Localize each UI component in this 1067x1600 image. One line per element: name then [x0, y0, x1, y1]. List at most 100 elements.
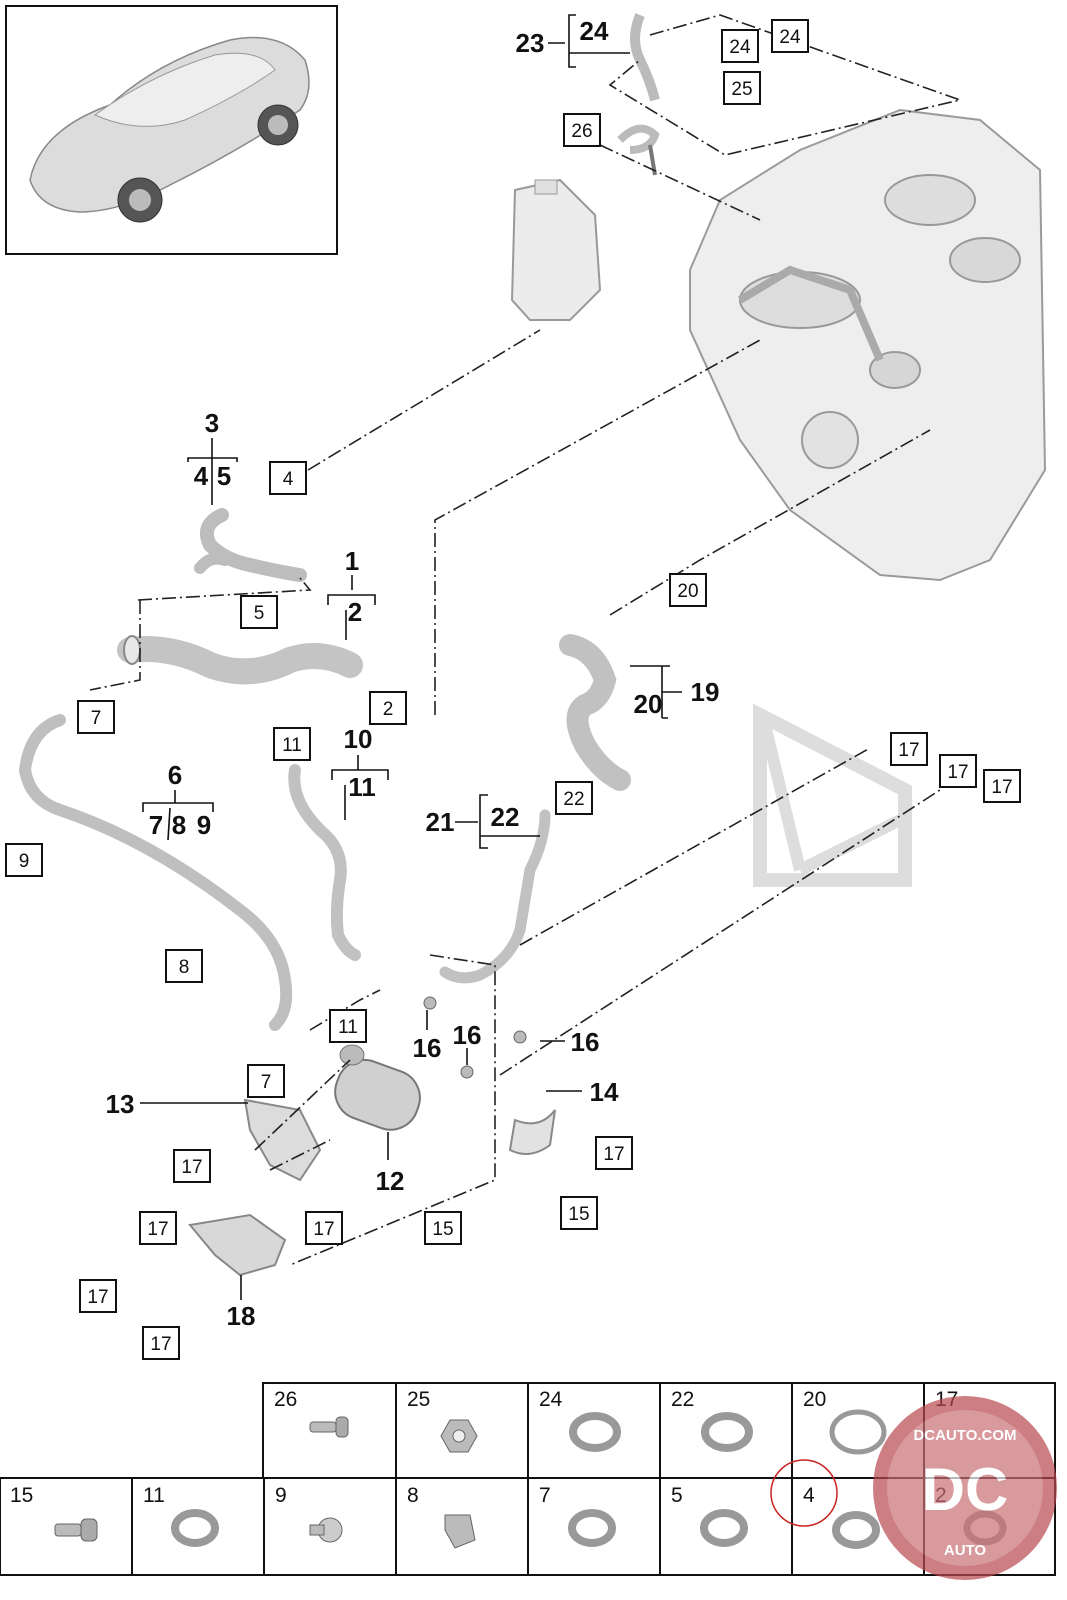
hose-clamp-icon: [700, 1509, 748, 1547]
nut-icon: [440, 1419, 478, 1453]
part-label-21: 21: [426, 807, 455, 837]
part-label-16: 16: [571, 1027, 600, 1057]
callout-box: 17: [305, 1211, 343, 1245]
table-cell-number: 8: [407, 1484, 419, 1507]
engine-illustration: [689, 108, 1047, 582]
callout-label: 9: [19, 851, 30, 872]
part-label-24: 24: [580, 16, 609, 46]
callout-box: 15: [424, 1211, 462, 1245]
solid-leaders: [140, 14, 682, 1300]
callout-box: 24: [771, 19, 809, 53]
callout-label: 22: [563, 789, 584, 810]
callout-label: 17: [947, 762, 968, 783]
part-label-12: 12: [376, 1166, 405, 1196]
part-label-23: 23: [516, 28, 545, 58]
part-label-16: 16: [453, 1020, 482, 1050]
hose-clamp-icon: [569, 1412, 621, 1452]
part-label-2: 2: [348, 597, 362, 627]
part-label-7: 7: [149, 810, 163, 840]
callout-box: 20: [669, 573, 707, 607]
hose-clamp-icon: [701, 1412, 753, 1452]
callout-box: 17: [79, 1279, 117, 1313]
part-label-5: 5: [217, 461, 231, 491]
callout-label: 5: [254, 603, 265, 624]
hose-clamp-icon: [829, 1409, 887, 1455]
callout-box: 11: [273, 727, 311, 761]
part-label-1: 1: [345, 546, 359, 576]
coolant-hoses: [18, 508, 631, 1031]
callout-box: 9: [5, 843, 43, 877]
callout-label: 24: [779, 27, 801, 48]
table-cell-number: 26: [274, 1388, 297, 1411]
highlight-circle: [770, 1459, 838, 1527]
callout-label: 8: [179, 957, 190, 978]
part-label-22: 22: [491, 802, 520, 832]
table-cell-number: 22: [671, 1388, 694, 1411]
table-cell-number: 11: [143, 1484, 165, 1507]
part-label-16: 16: [413, 1033, 442, 1063]
callout-label: 17: [991, 777, 1012, 798]
hose-clamp-icon: [171, 1509, 219, 1547]
callout-label: 20: [677, 581, 698, 602]
callout-box: 17: [939, 754, 977, 788]
callout-label: 17: [181, 1157, 202, 1178]
callout-box: 22: [555, 781, 593, 815]
callout-label: 11: [282, 735, 302, 756]
part-number-labels: 23 24 3 4 5 1 2 10 11 6 7 8 9 20 19 21 2…: [106, 16, 720, 1331]
callout-box: 4: [269, 461, 307, 495]
table-cell-number: 15: [10, 1484, 33, 1507]
callout-box: 7: [77, 700, 115, 734]
part-label-13: 13: [106, 1089, 135, 1119]
callout-label: 17: [147, 1219, 168, 1240]
callout-label: 17: [150, 1334, 171, 1355]
table-cell-number: 20: [803, 1388, 826, 1411]
callout-label: 17: [313, 1219, 334, 1240]
callout-label: 7: [91, 708, 102, 729]
water-pump-illustration: [188, 996, 556, 1277]
part-label-6: 6: [168, 760, 182, 790]
callout-label: 26: [571, 121, 592, 142]
callout-label: 17: [87, 1287, 108, 1308]
watermark-auto: AUTO: [944, 1542, 987, 1559]
clip-icon: [309, 1517, 343, 1543]
callout-box: 8: [165, 949, 203, 983]
callout-box: 15: [560, 1196, 598, 1230]
callout-box: 25: [723, 71, 761, 105]
hose-clamp-icon: [568, 1509, 616, 1547]
clip-icon: [444, 1514, 476, 1549]
table-cell-number: 24: [539, 1388, 563, 1411]
callout-box: 17: [142, 1326, 180, 1360]
part-label-9: 9: [197, 810, 211, 840]
callout-label: 7: [261, 1072, 272, 1093]
part-label-3: 3: [205, 408, 219, 438]
callout-box: 11: [329, 1009, 367, 1043]
callout-box: 7: [247, 1064, 285, 1098]
part-label-11: 11: [348, 772, 376, 802]
table-cell-number: 9: [275, 1484, 287, 1507]
callout-label: 4: [283, 469, 294, 490]
part-label-8: 8: [172, 810, 186, 840]
part-label-14: 14: [590, 1077, 619, 1107]
watermark-domain: DCAUTO.COM: [913, 1427, 1016, 1444]
callout-label: 2: [383, 699, 394, 720]
callout-box: 17: [595, 1136, 633, 1170]
hose-clamp-icon: [832, 1511, 880, 1549]
part-label-10: 10: [344, 724, 373, 754]
callout-box: 17: [983, 769, 1021, 803]
bolt-icon: [309, 1416, 349, 1438]
table-cell-number: 5: [671, 1484, 683, 1507]
callout-label: 11: [338, 1017, 358, 1038]
part-label-4: 4: [194, 461, 209, 491]
part-label-18: 18: [227, 1301, 256, 1331]
callout-box: 2: [369, 691, 407, 725]
boxed-callouts: 24 24 25 26 4 5 2 7 9 11 8 11 7 17 17 17…: [5, 19, 1021, 1360]
bolt-icon: [54, 1518, 98, 1542]
part-label-20: 20: [634, 689, 663, 719]
callout-label: 17: [898, 740, 919, 761]
callout-label: 24: [729, 37, 751, 58]
callout-box: 24: [721, 29, 759, 63]
part-label-19: 19: [691, 677, 720, 707]
callout-label: 17: [603, 1144, 624, 1165]
callout-box: 26: [563, 113, 601, 147]
vehicle-thumbnail: [5, 5, 338, 255]
